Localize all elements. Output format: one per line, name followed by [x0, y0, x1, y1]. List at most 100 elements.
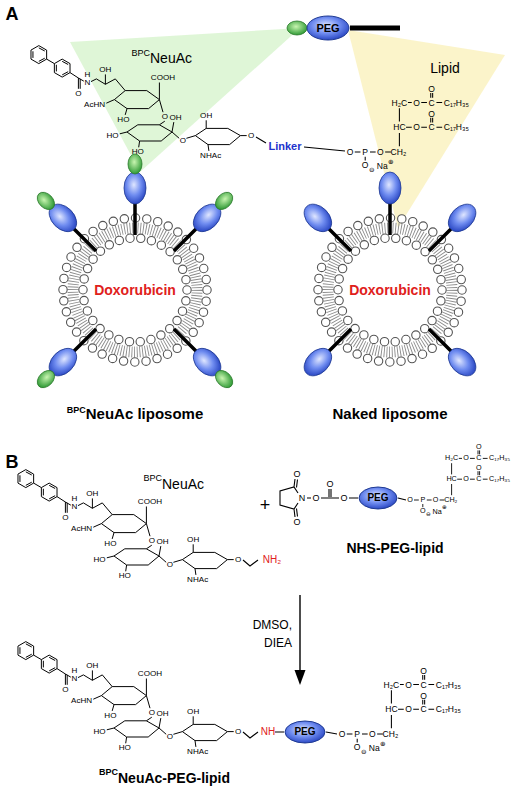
peg-chains: [44, 172, 226, 381]
atom-label: O: [405, 680, 412, 689]
atom-label: C: [421, 680, 427, 689]
atom-label: C: [476, 476, 481, 483]
atom-label: H₂C: [392, 98, 408, 107]
caption-line: Naked liposome: [332, 406, 447, 421]
molecule-name: NeuAc-PEG-lipid: [118, 771, 230, 785]
atom-label: C₁₇H₃₅: [489, 476, 510, 483]
ligand-heads: [34, 154, 236, 391]
atom-label: HO: [94, 728, 106, 736]
molecule-name: NeuAc: [150, 51, 192, 65]
atom-label: OH: [86, 662, 98, 670]
atom-label: H: [71, 667, 77, 675]
atom-label: OH: [99, 66, 111, 74]
atom-label: O: [248, 132, 254, 140]
atom-label: ⊕: [442, 505, 447, 511]
ligand-ellipse: [287, 21, 307, 35]
lipid-structure: [355, 93, 442, 160]
atom-label: O: [62, 686, 68, 694]
node-label: PEG: [294, 727, 315, 737]
panel-letter: B: [6, 453, 19, 471]
atom-label: O: [407, 496, 413, 503]
atom-label: O: [413, 123, 420, 132]
atom-label: C: [421, 705, 427, 714]
atom-label: NHAc: [187, 576, 208, 584]
node-text-box: PEG: [358, 486, 398, 510]
atom-label: C₁₇H₃₅: [444, 123, 469, 132]
atom-label: HO: [94, 556, 106, 564]
node-label: PEG: [316, 23, 339, 34]
atom-label: O: [476, 464, 482, 471]
atom-label: O: [347, 148, 354, 157]
atom-label: HO: [104, 712, 116, 720]
caption-text: Naked liposome: [332, 405, 447, 422]
node-label: PEG: [367, 493, 388, 503]
linker-bond: [256, 137, 345, 151]
atom-label: O: [362, 161, 369, 170]
atom-label: CH₂: [383, 730, 399, 739]
atom-label: ⊕: [380, 740, 386, 747]
atom-label: P: [420, 496, 425, 503]
atom-label: HO: [117, 116, 129, 124]
atom-label: C₁₇H₃₅: [436, 680, 461, 689]
molecule-name: NeuAc: [162, 477, 204, 491]
atom-label: COOH: [138, 670, 162, 678]
atom-label: H₂C: [445, 455, 458, 462]
atom-label: O: [293, 470, 300, 479]
atom-label: O: [149, 709, 155, 717]
atom-label: HO: [119, 572, 131, 580]
atom-label: O: [235, 556, 241, 564]
atom-label: ⊖: [361, 749, 367, 756]
atom-label: O: [413, 98, 420, 107]
caption-text: BPC: [67, 405, 86, 415]
peg-chains: [299, 172, 481, 381]
atom-label: O: [235, 728, 241, 736]
atom-label: O: [167, 733, 173, 741]
atom-label: ⊖: [369, 167, 375, 174]
superscript-prefix: BPC: [131, 49, 150, 58]
atom-label: O: [62, 514, 68, 522]
node-text-box: PEG: [284, 720, 326, 744]
atom-label: NHAc: [200, 152, 221, 160]
atom-label: C₁₇H₃₅: [489, 455, 510, 462]
atom-label: O: [377, 148, 384, 157]
arrow-head: [295, 670, 306, 685]
atom-label: O: [149, 537, 155, 545]
glycan-structure: [18, 470, 234, 575]
lipid-structure: [414, 450, 488, 507]
liposome: DoxorubicinNaked liposome: [300, 200, 480, 380]
atom-label: O: [433, 496, 439, 503]
atom-label: P: [362, 148, 368, 157]
atom-label: COOH: [151, 74, 175, 82]
reagent-label: DIEA: [264, 637, 292, 649]
atom-label: ⊖: [426, 512, 431, 518]
superscript-prefix: BPC: [143, 474, 162, 483]
peg-ellipse: PEG: [306, 15, 350, 41]
lipid-highlight: [348, 30, 505, 228]
atom-label: COOH: [138, 498, 162, 506]
atom-label: O: [354, 743, 361, 752]
atom-label: OH: [200, 112, 212, 120]
atom-label: O: [369, 730, 376, 739]
atom-label: N: [71, 503, 77, 511]
amine-group: NH₂: [263, 555, 281, 565]
atom-label: O: [339, 730, 346, 739]
atom-label: O: [162, 113, 168, 121]
atom-label: OH: [170, 114, 182, 122]
cargo-label: Doxorubicin: [349, 283, 431, 297]
atom-label: OH: [187, 536, 199, 544]
ethyl-bond: [243, 560, 258, 566]
atom-label: H₂C: [384, 680, 400, 689]
lipid-bar: [350, 26, 400, 31]
atom-label: C: [429, 123, 435, 132]
atom-label: ⊕: [388, 158, 394, 165]
caption-text: NeuAc liposome: [86, 405, 204, 422]
atom-label: Na: [369, 744, 380, 753]
atom-label: HO: [107, 132, 119, 140]
atom-label: O: [463, 476, 469, 483]
atom-label: O: [420, 508, 426, 515]
atom-label: O: [420, 692, 427, 701]
atom-label: N: [84, 79, 90, 87]
